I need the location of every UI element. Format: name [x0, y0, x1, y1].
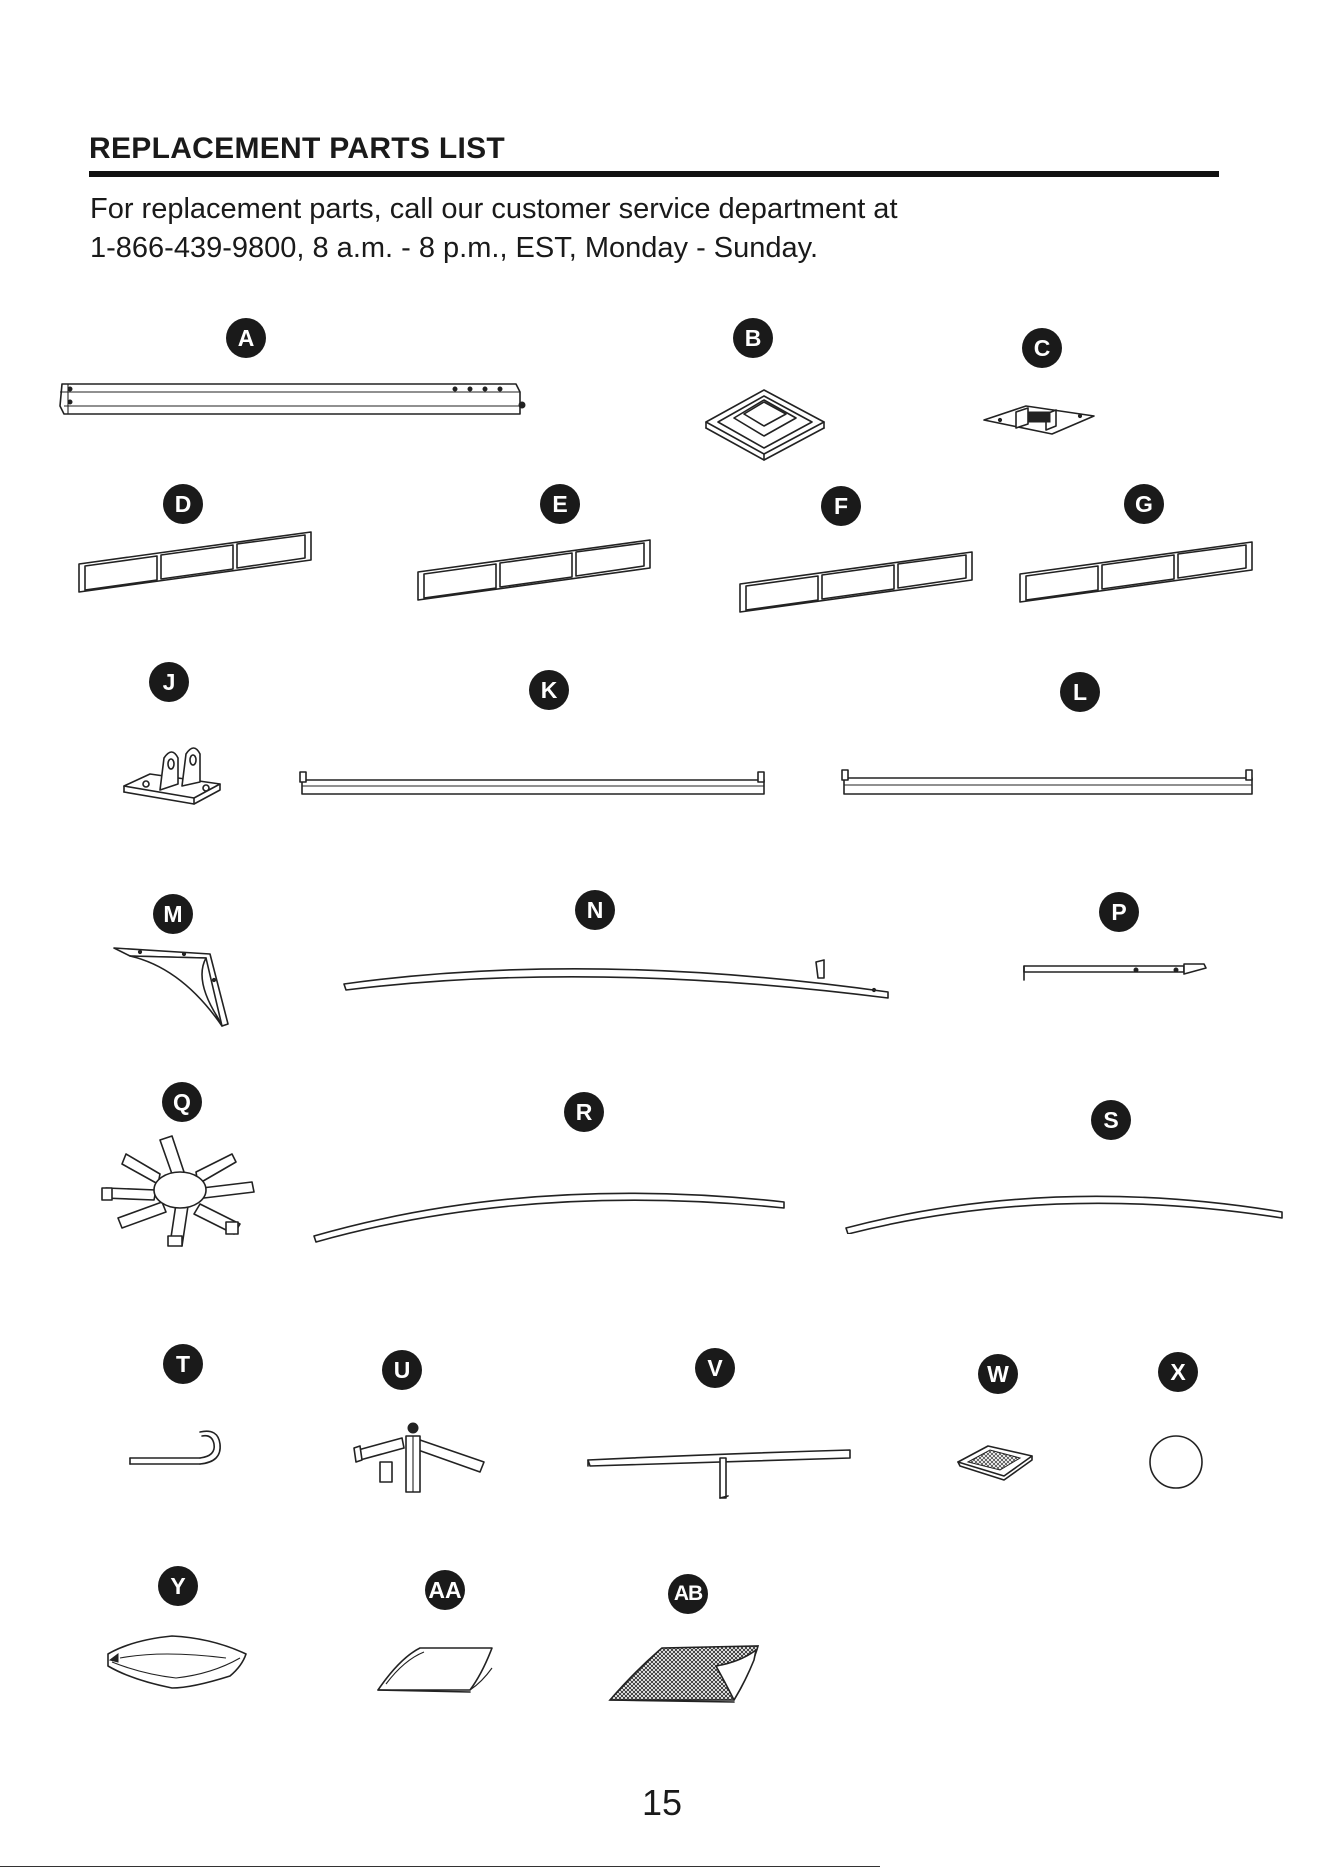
part-label-r: R [564, 1092, 604, 1132]
part-label-d: D [163, 484, 203, 524]
intro-line-2: 1-866-439-9800, 8 a.m. - 8 p.m., EST, Mo… [90, 232, 818, 264]
part-label-q: Q [162, 1082, 202, 1122]
part-label-v: V [695, 1348, 735, 1388]
part-f-railing-panel [736, 548, 976, 618]
part-q-roof-hub [100, 1132, 260, 1252]
part-s-curved-rafter [842, 1184, 1286, 1234]
part-y-canopy-top [102, 1630, 250, 1694]
part-aa-canopy-cover [374, 1640, 498, 1696]
page-title: REPLACEMENT PARTS LIST [89, 132, 505, 166]
part-b-base-cover [700, 370, 830, 470]
intro-line-1: For replacement parts, call our customer… [90, 193, 898, 225]
part-x-washer [1146, 1432, 1206, 1492]
part-label-f: F [821, 486, 861, 526]
part-r-curved-rafter [310, 1184, 790, 1244]
part-m-corner-brace [110, 944, 234, 1030]
part-t-hook [126, 1428, 222, 1478]
service-instructions: For replacement parts, call our customer… [90, 190, 1240, 268]
part-label-b: B [733, 318, 773, 358]
part-label-t: T [163, 1344, 203, 1384]
part-k-crossbar [298, 768, 770, 798]
part-u-peak-connector [350, 1418, 490, 1498]
part-v-ridge-rafter [584, 1446, 854, 1502]
part-label-g: G [1124, 484, 1164, 524]
part-d-railing-panel [75, 528, 315, 598]
part-j-connector-bracket [120, 744, 230, 806]
part-p-support-rod [1020, 956, 1210, 986]
part-label-m: M [153, 894, 193, 934]
part-label-p: P [1099, 892, 1139, 932]
part-label-l: L [1060, 672, 1100, 712]
part-g-railing-panel [1016, 538, 1256, 608]
part-label-aa: AA [425, 1570, 465, 1610]
part-w-mesh-panel [954, 1440, 1036, 1484]
footer-divider [0, 1866, 880, 1867]
part-label-ab: AB [668, 1574, 708, 1614]
part-label-k: K [529, 670, 569, 710]
part-label-e: E [540, 484, 580, 524]
part-label-c: C [1022, 328, 1062, 368]
part-label-y: Y [158, 1566, 198, 1606]
part-l-crossbar [840, 766, 1258, 798]
title-divider [89, 171, 1219, 177]
part-label-s: S [1091, 1100, 1131, 1140]
part-label-n: N [575, 890, 615, 930]
part-label-a: A [226, 318, 266, 358]
part-n-curved-rafter [340, 956, 890, 1008]
page-number: 15 [0, 1782, 1324, 1824]
part-label-u: U [382, 1350, 422, 1390]
part-label-j: J [149, 662, 189, 702]
part-c-base-plate [980, 398, 1100, 442]
part-a-square-post [58, 378, 528, 418]
part-label-x: X [1158, 1352, 1198, 1392]
part-ab-mosquito-netting [606, 1640, 762, 1706]
part-label-w: W [978, 1354, 1018, 1394]
part-e-railing-panel [414, 536, 654, 606]
